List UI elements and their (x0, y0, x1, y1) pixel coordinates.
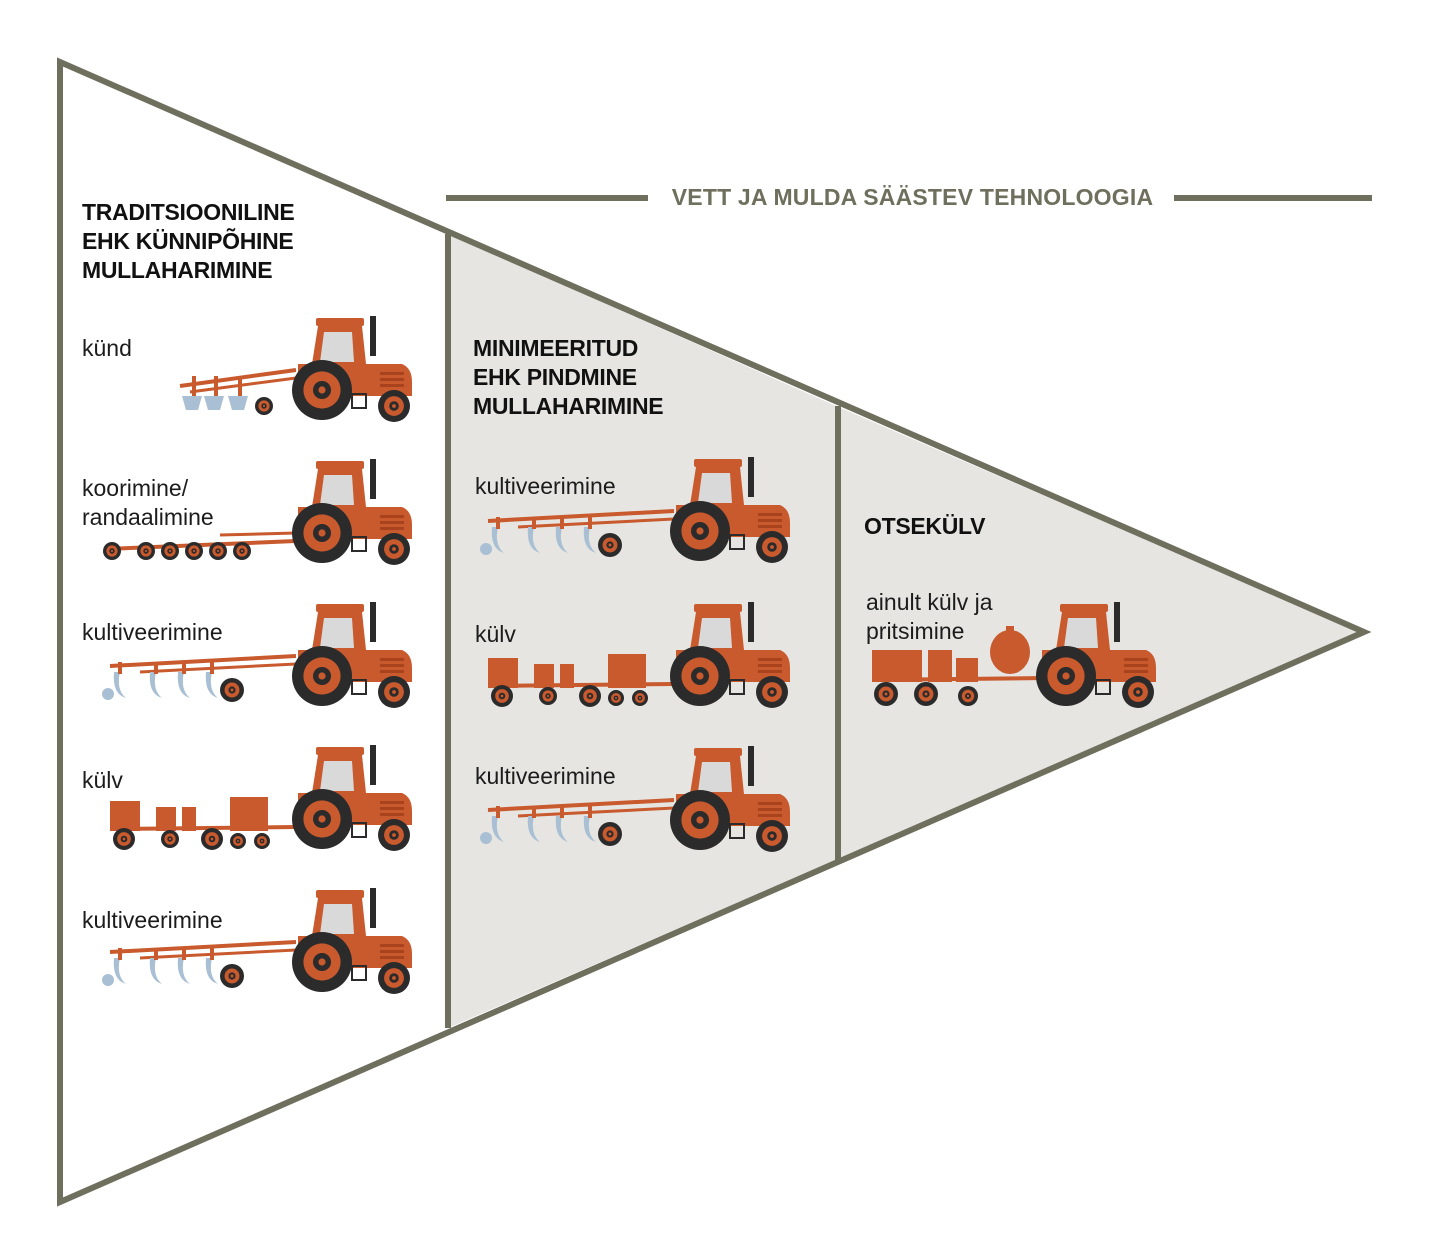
tractor-seeder-icon (487, 602, 790, 708)
tractor-cultivator-icon (480, 746, 790, 852)
traditional-item-3-label: kultiveerimine (82, 619, 223, 645)
traditional-item-4-label: külv (82, 767, 123, 793)
tractor-disc-harrow-icon (103, 459, 412, 565)
direct-item-1-label: ainult külv ja pritsimine (866, 589, 993, 644)
minimized-heading: MINIMEERITUD EHK PINDMINE MULLAHARIMINE (473, 335, 664, 419)
direct-heading: OTSEKÜLV (864, 513, 986, 539)
minimized-tillage-panel (448, 234, 836, 1028)
tractor-plow-icon (179, 316, 412, 422)
tractor-cultivator-icon (102, 888, 412, 994)
tractor-cultivator-icon (102, 602, 412, 708)
minimized-item-1-label: kultiveerimine (475, 473, 616, 499)
minimized-item-3-label: kultiveerimine (475, 763, 616, 789)
tractor-cultivator-icon (480, 457, 790, 563)
traditional-item-1-label: künd (82, 335, 132, 361)
tractor-sprayer-seeder-icon (871, 602, 1156, 708)
outer-triangle-border (57, 57, 1372, 1207)
traditional-heading: TRADITSIOONILINE EHK KÜNNIPÕHINE MULLAHA… (82, 199, 295, 283)
minimized-item-2-label: külv (475, 621, 516, 647)
banner-title: VETT JA MULDA SÄÄSTEV TEHNOLOOGIA (655, 183, 1170, 211)
traditional-item-5-label: kultiveerimine (82, 907, 223, 933)
traditional-item-2-label: koorimine/ randaalimine (82, 475, 214, 530)
tractor-seeder-icon (109, 745, 412, 851)
